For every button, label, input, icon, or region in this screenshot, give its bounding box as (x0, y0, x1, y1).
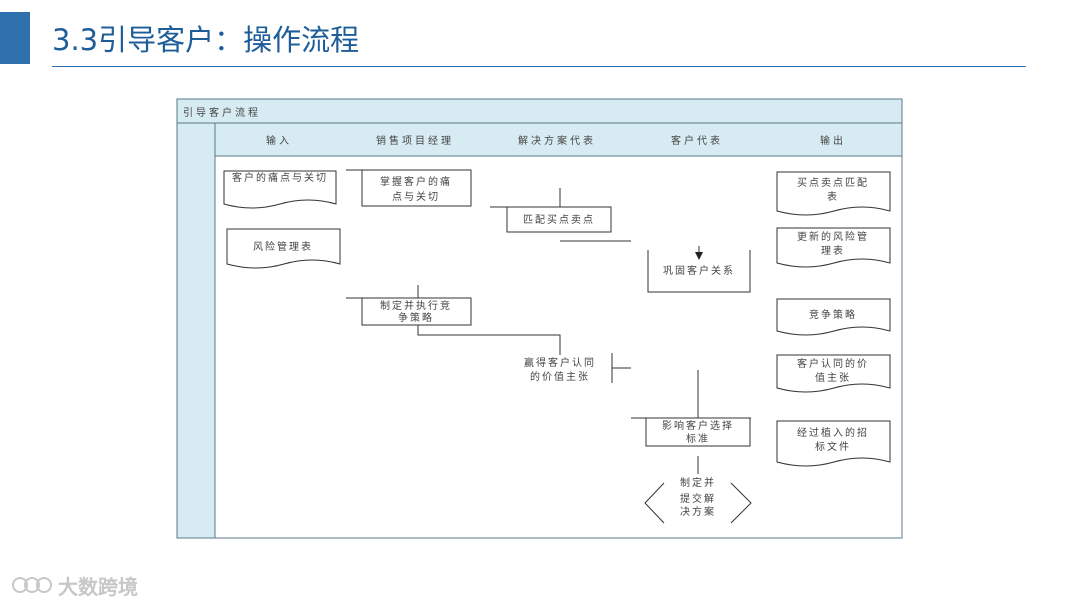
step-grasp-line1: 掌握客户的痛 (380, 175, 452, 188)
input-pain-label: 客户的痛点与关切 (232, 171, 328, 184)
watermark-logo-icon (12, 577, 52, 593)
watermark-text: 大数跨境 (58, 574, 138, 599)
step-match (506, 206, 612, 233)
output-doc-strategy (776, 298, 891, 336)
title-divider (52, 66, 1026, 67)
input-risk-label: 风险管理表 (253, 240, 313, 253)
output-doc-risk-updated (776, 227, 891, 268)
diagram-title: 引导客户流程 (183, 106, 261, 119)
diagram-frame (176, 98, 903, 539)
output-doc-bid (776, 420, 891, 467)
step-strategy-line1: 制定并执行竞 (380, 299, 452, 312)
step-grasp-line2: 点与关切 (392, 190, 440, 203)
step-consolidate-frame (647, 250, 751, 293)
lane-header-input: 输入 (266, 134, 292, 147)
page-title: 3.3引导客户：操作流程 (52, 23, 360, 57)
step-influence-line1: 影响客户选择 (662, 419, 734, 432)
step-consolidate-label: 巩固客户关系 (663, 264, 735, 277)
lane-header-output: 输出 (820, 134, 846, 147)
watermark: 大数跨境 (10, 570, 138, 600)
output-risk-line1: 更新的风险管 (797, 230, 869, 243)
output-doc-value (776, 354, 891, 393)
output-risk-line2: 理表 (821, 244, 845, 257)
output-match-line1: 买点卖点匹配 (797, 177, 869, 189)
output-doc-match-table (776, 171, 891, 216)
step-submit-right (730, 482, 752, 524)
step-influence-line2: 标准 (686, 433, 710, 445)
title-accent-bar (0, 12, 30, 64)
output-doc-line1: 经过植入的招 (797, 426, 869, 439)
output-doc-line2: 标文件 (815, 440, 851, 453)
output-match-line2: 表 (827, 190, 839, 203)
lane-header-sales-pm: 销售项目经理 (376, 134, 454, 147)
step-strategy (361, 297, 472, 326)
step-grasp-pain (361, 169, 472, 207)
diagram-title-band (176, 98, 903, 124)
input-doc-pain (223, 170, 337, 209)
step-value-line1: 赢得客户认同 (524, 356, 596, 369)
output-strategy-label: 竞争策略 (809, 308, 857, 321)
step-value-line2: 的价值主张 (530, 370, 590, 383)
lane-header-band (214, 122, 903, 157)
step-match-label: 匹配买点卖点 (523, 214, 595, 226)
output-value-line2: 值主张 (815, 371, 851, 384)
lane-header-customer-rep: 客户代表 (671, 134, 723, 147)
output-value-line1: 客户认同的价 (797, 357, 869, 370)
step-submit-line1: 制定并 (680, 476, 716, 489)
step-submit-line3: 决方案 (680, 505, 716, 518)
step-submit-left (644, 482, 665, 524)
diagram-left-band (176, 122, 216, 539)
lane-header-solution-rep: 解决方案代表 (518, 134, 596, 147)
step-submit-line2: 提交解 (680, 492, 716, 505)
input-doc-risk (226, 228, 341, 269)
step-strategy-line2: 争策略 (398, 311, 434, 324)
step-influence (645, 417, 751, 447)
